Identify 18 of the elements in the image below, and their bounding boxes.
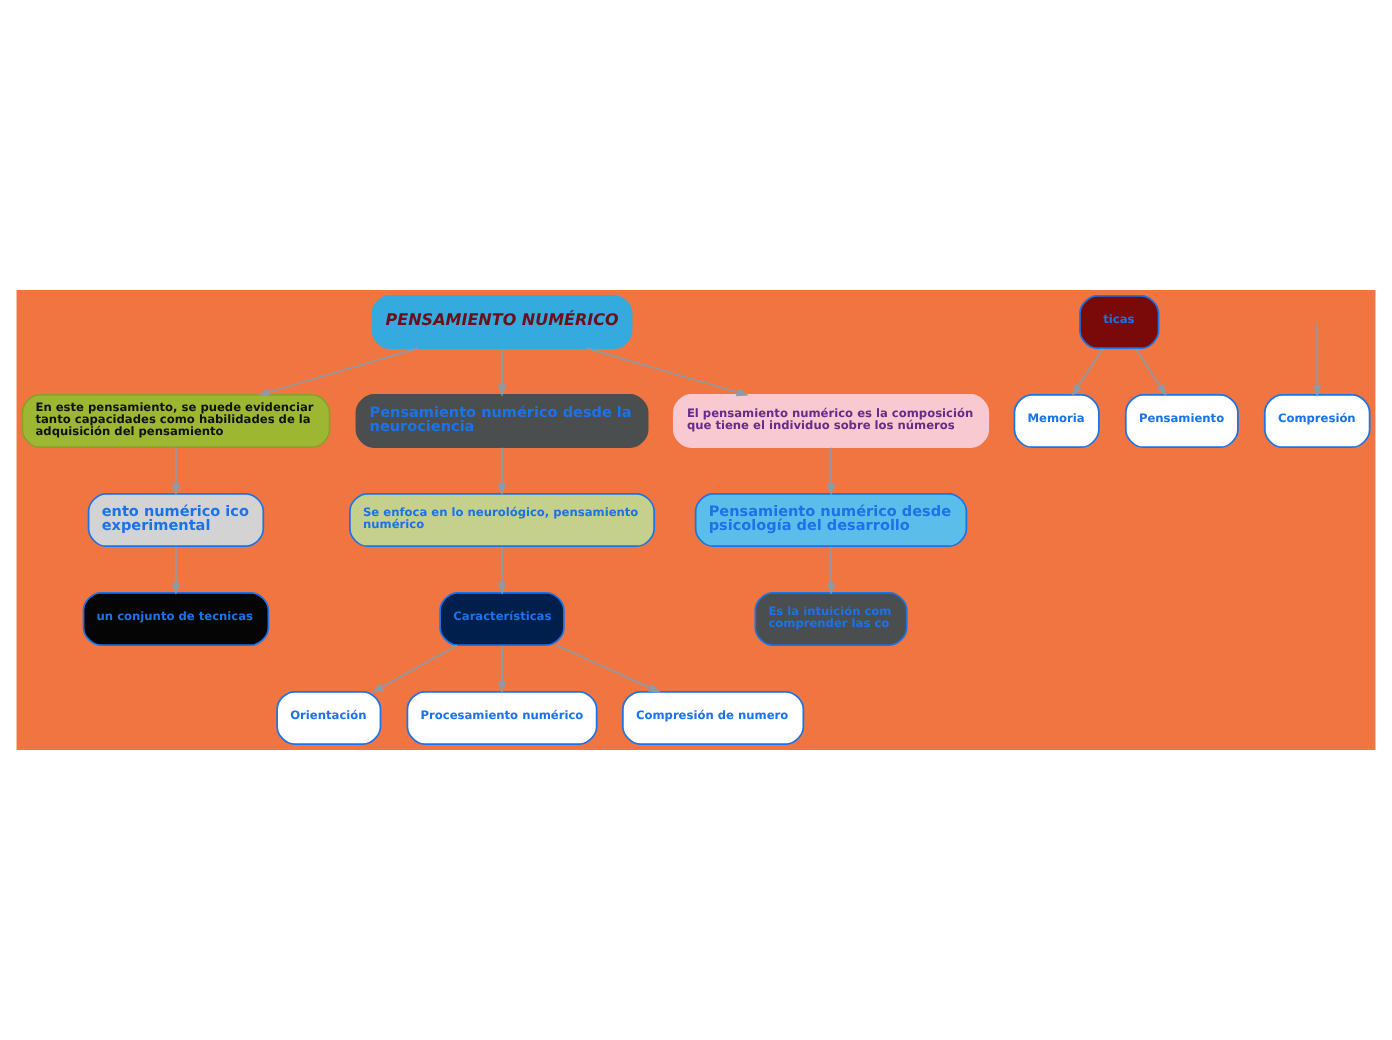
node-box: Pensamiento numérico desde la neurociencia [355, 393, 649, 449]
arrow [1134, 347, 1167, 397]
arrow [826, 446, 836, 496]
arrow [1312, 322, 1322, 398]
arrow [171, 545, 181, 595]
arrow [497, 446, 507, 496]
arrow [1071, 347, 1104, 397]
arrow [556, 644, 661, 693]
arrow [826, 545, 836, 595]
arrow [497, 347, 507, 397]
node-box: Pensamiento numérico desde psicología del desarrollo [694, 492, 968, 548]
arrow [371, 644, 458, 693]
arrow [257, 347, 419, 397]
arrow [586, 347, 749, 397]
arrow [171, 446, 181, 496]
node-box: ento numérico ico experimental [87, 492, 265, 548]
arrow [497, 545, 507, 595]
arrow [497, 644, 507, 694]
